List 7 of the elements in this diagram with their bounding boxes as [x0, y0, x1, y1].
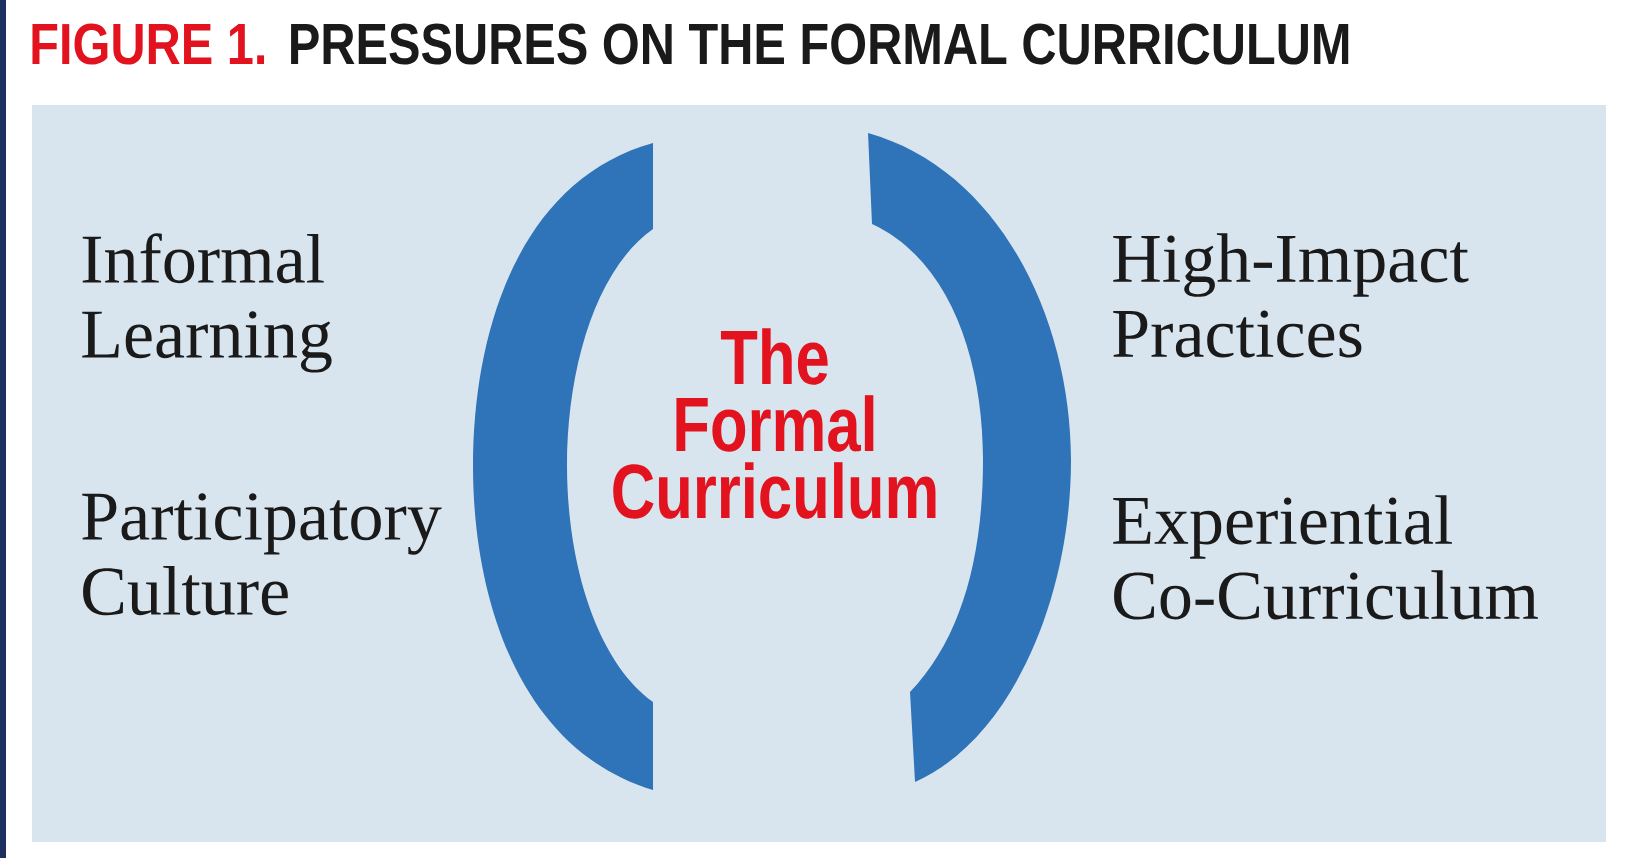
figure-title: PRESSURES ON THE FORMAL CURRICULUM	[291, 23, 1349, 65]
figure-number: FIGURE 1.	[32, 23, 265, 65]
topic-label: Experiential Co-Curriculum	[1113, 495, 1538, 620]
topic-label: High-Impact Practices	[1113, 233, 1469, 358]
topic-label: Informal Learning	[82, 233, 332, 373]
topic-label: Participatory Culture	[82, 493, 442, 616]
center-label: The Formal Curriculum	[613, 328, 936, 519]
